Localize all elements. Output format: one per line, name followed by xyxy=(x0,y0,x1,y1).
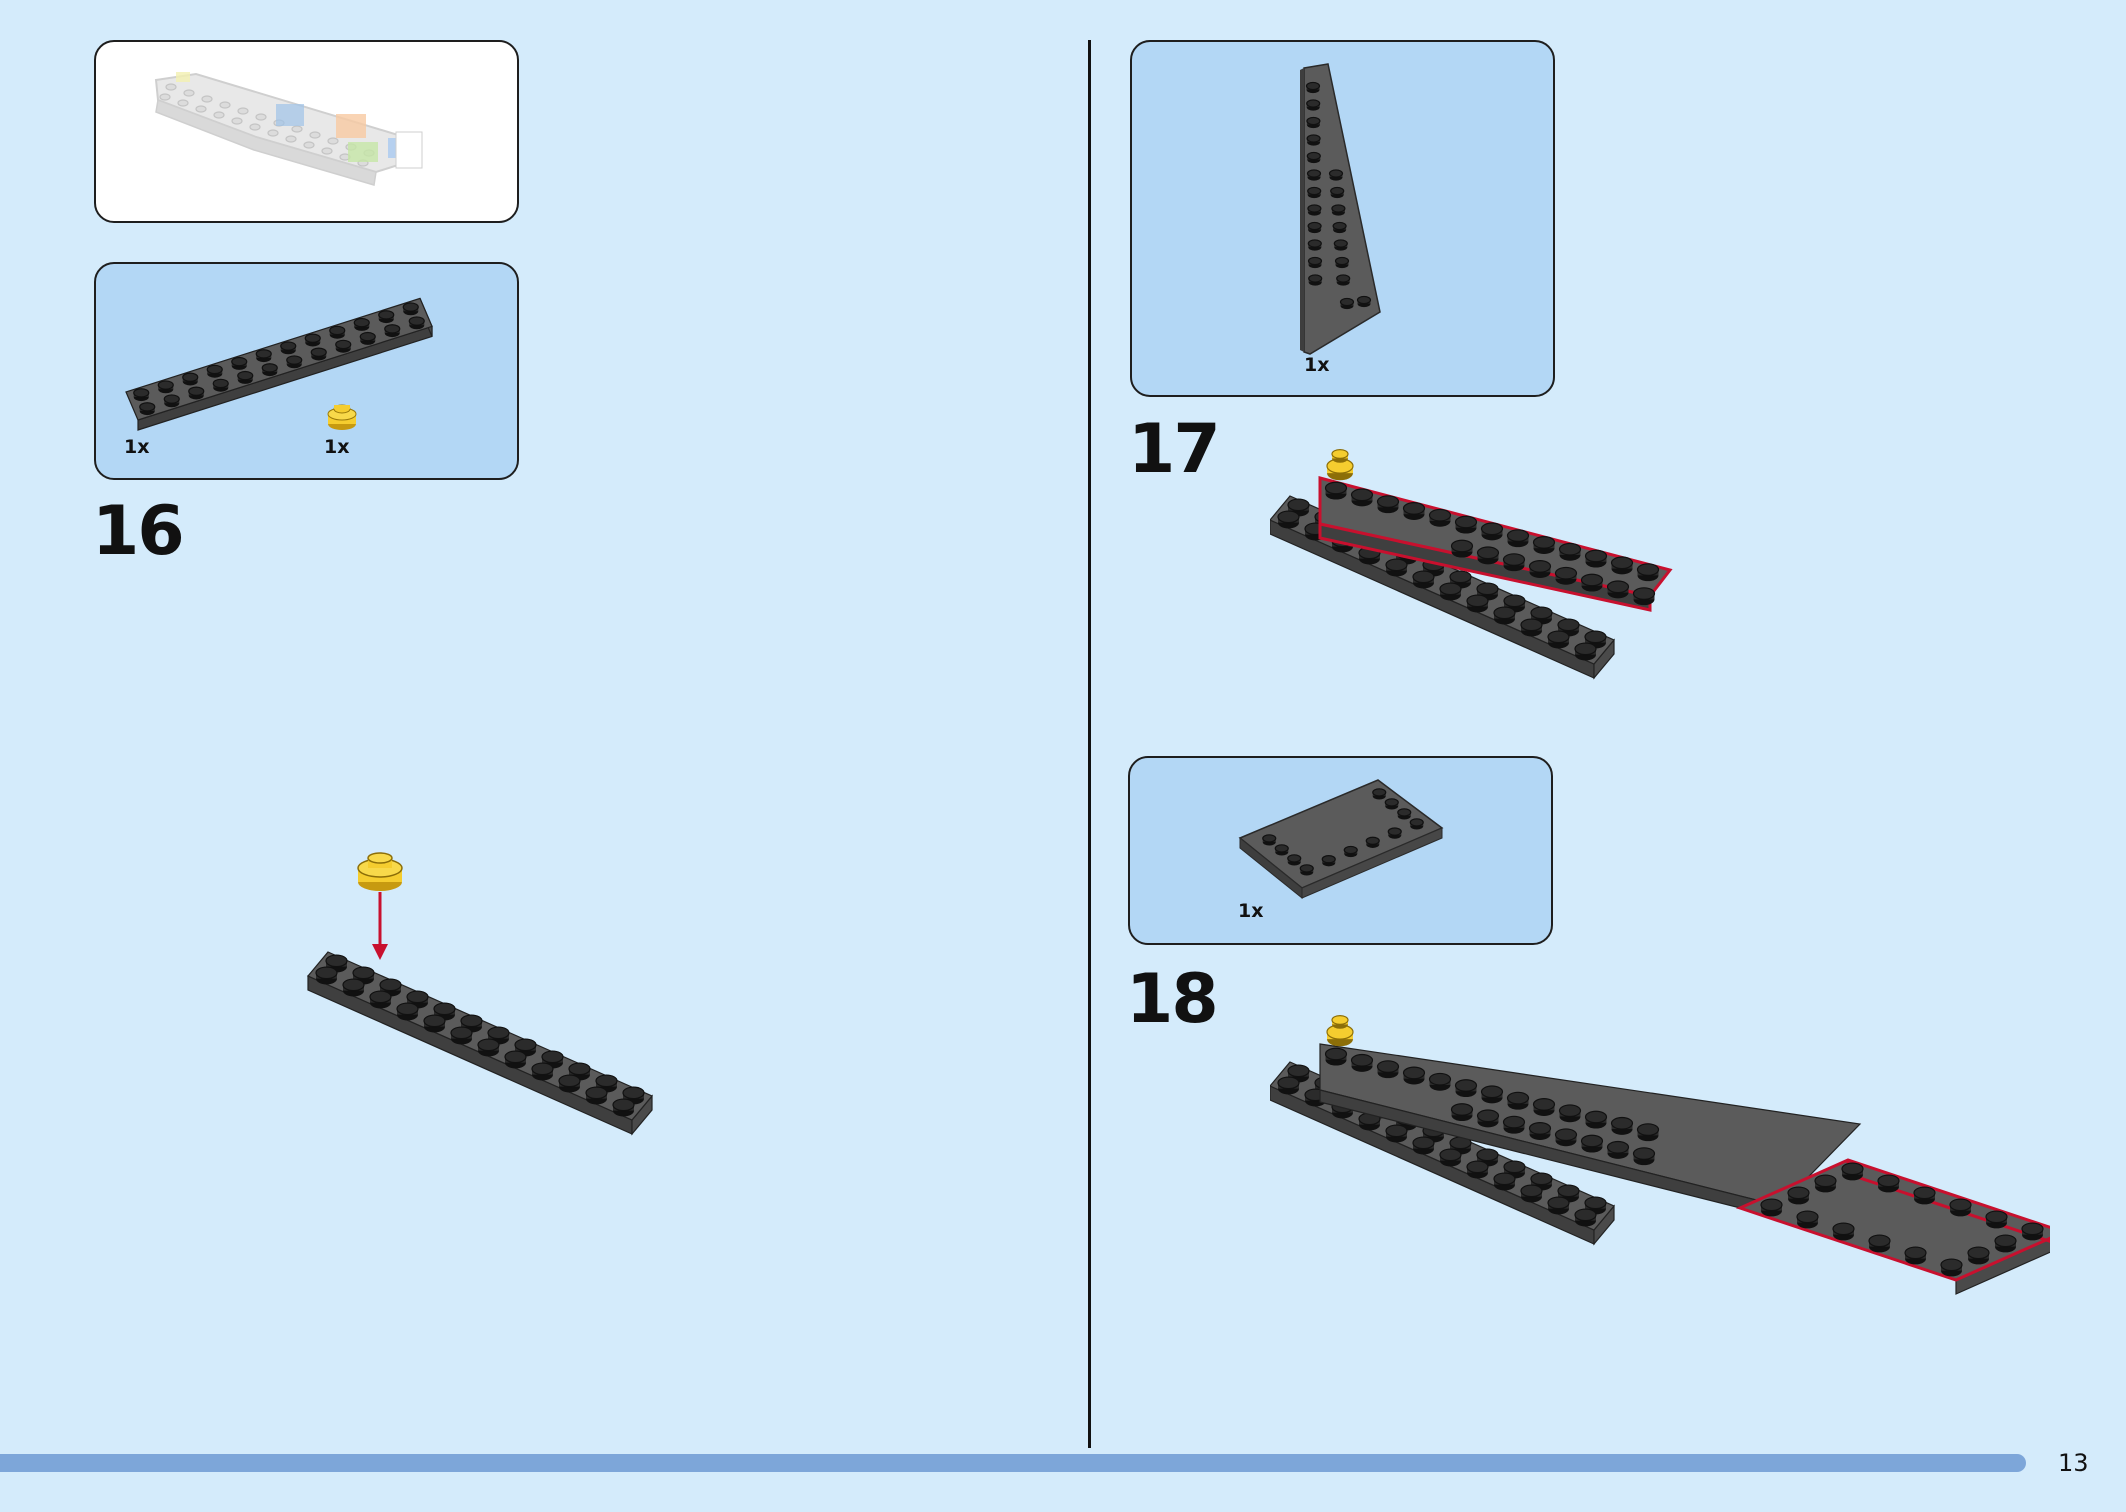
step-16-part-1-qty: 1x xyxy=(124,436,150,458)
yellow-round-plate-icon xyxy=(327,404,357,430)
step-18-parts-box: 1x xyxy=(1128,756,1553,945)
step-18-number: 18 xyxy=(1126,960,1219,1039)
model-overview-illustration xyxy=(154,72,423,186)
step-17-part-1-qty: 1x xyxy=(1304,354,1330,376)
page-divider xyxy=(1088,40,1091,1448)
yellow-round-plate-icon xyxy=(357,852,403,891)
step-16-parts-illustration xyxy=(125,297,433,431)
step-17-parts-box: 1x xyxy=(1130,40,1555,397)
step-17-assembly-illustration xyxy=(1270,449,1673,680)
step-18-assembly-illustration xyxy=(1270,1014,2050,1295)
step-16-number: 16 xyxy=(92,492,185,571)
step-16-part-2-qty: 1x xyxy=(324,436,350,458)
placement-arrow-icon xyxy=(372,892,388,960)
step-17-number: 17 xyxy=(1128,410,1221,489)
step-17-parts-illustration xyxy=(1300,63,1381,355)
step-18-part-1-qty: 1x xyxy=(1238,900,1264,922)
step-16-parts-box: 1x 1x xyxy=(94,262,519,480)
page-number: 13 xyxy=(2058,1449,2089,1477)
progress-bar xyxy=(0,1454,2026,1472)
progress-overview-box xyxy=(94,40,519,223)
step-18-parts-illustration xyxy=(1238,779,1444,900)
step-16-assembly-illustration xyxy=(307,852,653,1136)
